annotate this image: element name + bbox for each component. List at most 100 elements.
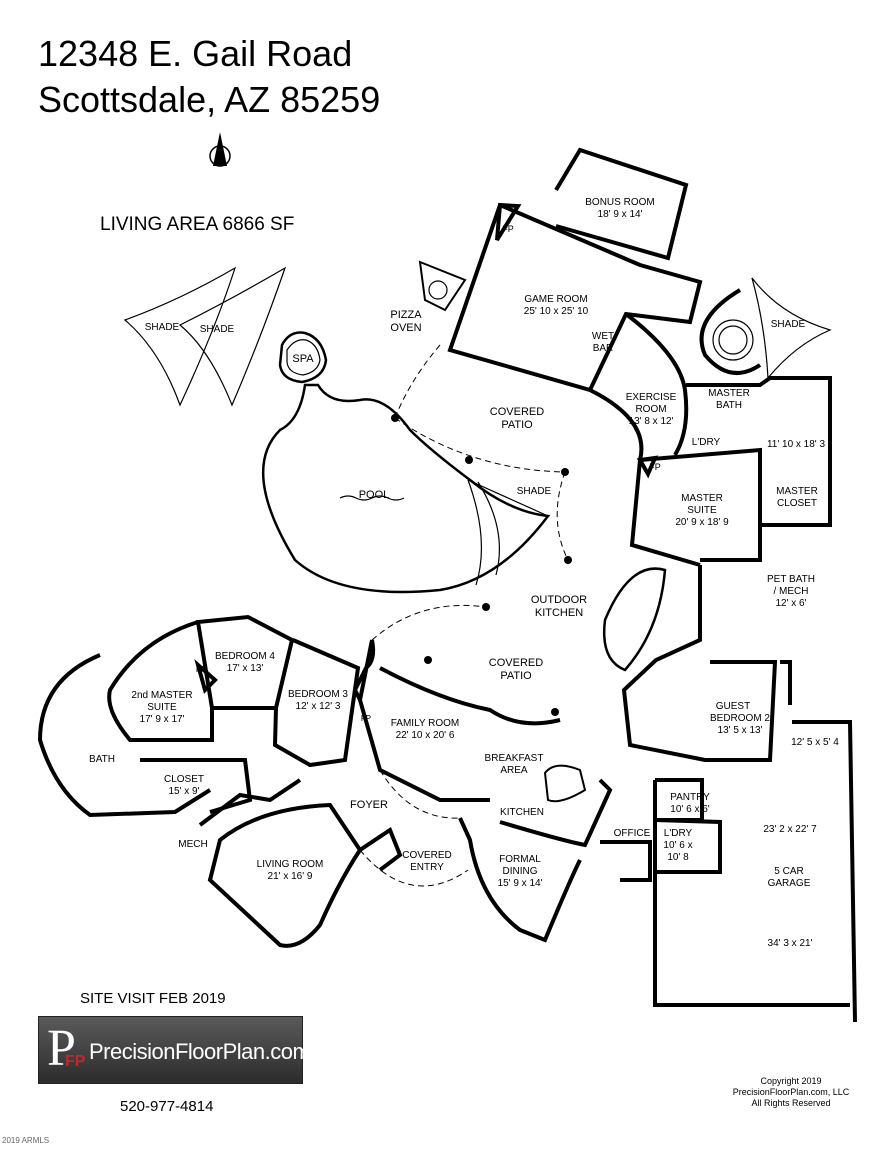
living-room-name: LIVING ROOM (257, 859, 324, 870)
shade-patio: SHADE (517, 486, 552, 497)
pantry-size: 10' 6 x 6' (670, 804, 709, 815)
covered-entry-1: COVERED (402, 850, 451, 861)
shade-sail-right (751, 277, 832, 380)
shade-left-2: SHADE (200, 324, 235, 335)
shade-right: SHADE (771, 319, 806, 330)
address-line-2: Scottsdale, AZ 85259 (38, 79, 381, 120)
wet-bar-2: BAR (593, 343, 614, 354)
foyer-label: FOYER (350, 799, 388, 811)
copyright-block: Copyright 2019 PrecisionFloorPlan.com, L… (716, 1076, 866, 1109)
pool-label: POOL (359, 489, 390, 501)
family-room-size: 22' 10 x 20' 6 (396, 730, 455, 741)
second-master-size: 17' 9 x 17' (140, 714, 185, 725)
outdoor-kitchen-2: KITCHEN (535, 607, 583, 619)
copyright-line-3: All Rights Reserved (751, 1098, 831, 1108)
logo-sub-initials: FP (65, 1053, 86, 1070)
formal-dining-2: DINING (503, 866, 538, 877)
living-area: LIVING AREA 6866 SF (100, 214, 295, 235)
office-label: OFFICE (614, 828, 651, 839)
logo-text: PrecisionFloorPlan.com (89, 1039, 311, 1064)
bedroom3-size: 12' x 12' 3 (296, 701, 341, 712)
breakfast-1: BREAKFAST (485, 753, 544, 764)
north-wing-walls (418, 147, 832, 567)
copyright-line-1: Copyright 2019 (760, 1076, 822, 1086)
shade-left-1: SHADE (145, 322, 180, 333)
master-bath-2: BATH (716, 400, 742, 411)
pet-bath-2: / MECH (774, 586, 809, 597)
living-room-size: 21' x 16' 9 (268, 871, 313, 882)
covered-patio-south-2: PATIO (500, 670, 532, 682)
central-walls (499, 455, 857, 1023)
covered-patio-north-2: PATIO (501, 419, 533, 431)
master-suite-1: MASTER (681, 493, 723, 504)
exercise-size: 13' 8 x 12' (629, 416, 674, 427)
breakfast-2: AREA (500, 765, 528, 776)
garage-2: GARAGE (768, 878, 811, 889)
second-master-2: SUITE (147, 702, 177, 713)
phone-number: 520-977-4814 (120, 1098, 214, 1115)
bedroom4-size: 17' x 13' (227, 663, 264, 674)
north-arrow-icon (209, 132, 231, 167)
room-labels: BONUS ROOM 18' 9 x 14' GAME ROOM 25' 10 … (89, 197, 839, 949)
closet-size: 15' x 9' (168, 786, 199, 797)
laundry2-size1: 10' 6 x (663, 840, 692, 851)
covered-patio-north-1: COVERED (490, 406, 544, 418)
bath-label: BATH (89, 754, 115, 765)
kitchen-label: KITCHEN (500, 807, 544, 818)
shade-sails-left (123, 266, 287, 407)
west-wing-walls (37, 614, 582, 948)
fp-game: FP (502, 224, 514, 234)
pet-bath-size: 12' x 6' (775, 598, 806, 609)
mls-watermark: 2019 ARMLS (2, 1136, 50, 1145)
master-bath-1: MASTER (708, 388, 750, 399)
guest-bed-size: 13' 5 x 13' (718, 725, 763, 736)
copyright-line-2: PrecisionFloorPlan.com, LLC (732, 1087, 850, 1097)
bedroom3-name: BEDROOM 3 (288, 689, 348, 700)
second-master-1: 2nd MASTER (131, 690, 192, 701)
spa-outline (278, 331, 328, 384)
bonus-room-name: BONUS ROOM (585, 197, 654, 208)
formal-dining-size: 15' 9 x 14' (498, 878, 543, 889)
pizza-oven-1: PIZZA (390, 309, 422, 321)
master-closet-1: MASTER (776, 486, 818, 497)
bedroom4-name: BEDROOM 4 (215, 651, 275, 662)
spa-label: SPA (292, 353, 314, 365)
laundry2-size2: 10' 8 (667, 852, 689, 863)
wet-bar-1: WET (592, 331, 614, 342)
garage-ext-size: 12' 5 x 5' 4 (791, 737, 839, 748)
garage-1: 5 CAR (774, 866, 803, 877)
master-suite-size: 20' 9 x 18' 9 (675, 517, 729, 528)
pizza-oven-2: OVEN (390, 322, 421, 334)
laundry2-name: L'DRY (664, 828, 693, 839)
master-suite-2: SUITE (687, 505, 717, 516)
guest-bed-2: BEDROOM 2 (710, 713, 770, 724)
fp-bed4: FP (196, 665, 206, 674)
pet-bath-1: PET BATH (767, 574, 815, 585)
exercise-2: ROOM (635, 404, 666, 415)
closet-name: CLOSET (164, 774, 204, 785)
garage-top-size: 23' 2 x 22' 7 (763, 824, 817, 835)
fp-master: FP (649, 462, 661, 472)
outdoor-kitchen-1: OUTDOOR (531, 594, 587, 606)
garage-size: 34' 3 x 21' (768, 938, 813, 949)
game-room-name: GAME ROOM (524, 294, 587, 305)
pantry-name: PANTRY (670, 792, 710, 803)
fp-family: FP (361, 714, 371, 723)
bonus-room-size: 18' 9 x 14' (598, 209, 643, 220)
logo-banner: P FP PrecisionFloorPlan.com (38, 1016, 311, 1084)
pool-outline (262, 383, 551, 594)
master-closet-2: CLOSET (777, 498, 817, 509)
address-line-1: 12348 E. Gail Road (38, 33, 353, 74)
logo-initials: P (47, 1020, 76, 1077)
master-closet-size: 11' 10 x 18' 3 (767, 439, 826, 450)
covered-entry-2: ENTRY (410, 862, 444, 873)
exercise-1: EXERCISE (626, 392, 677, 403)
mech-label: MECH (178, 839, 207, 850)
game-room-size: 25' 10 x 25' 10 (524, 306, 589, 317)
laundry-north: L'DRY (692, 437, 721, 448)
family-room-name: FAMILY ROOM (391, 718, 460, 729)
formal-dining-1: FORMAL (499, 854, 541, 865)
covered-patio-south-1: COVERED (489, 657, 543, 669)
